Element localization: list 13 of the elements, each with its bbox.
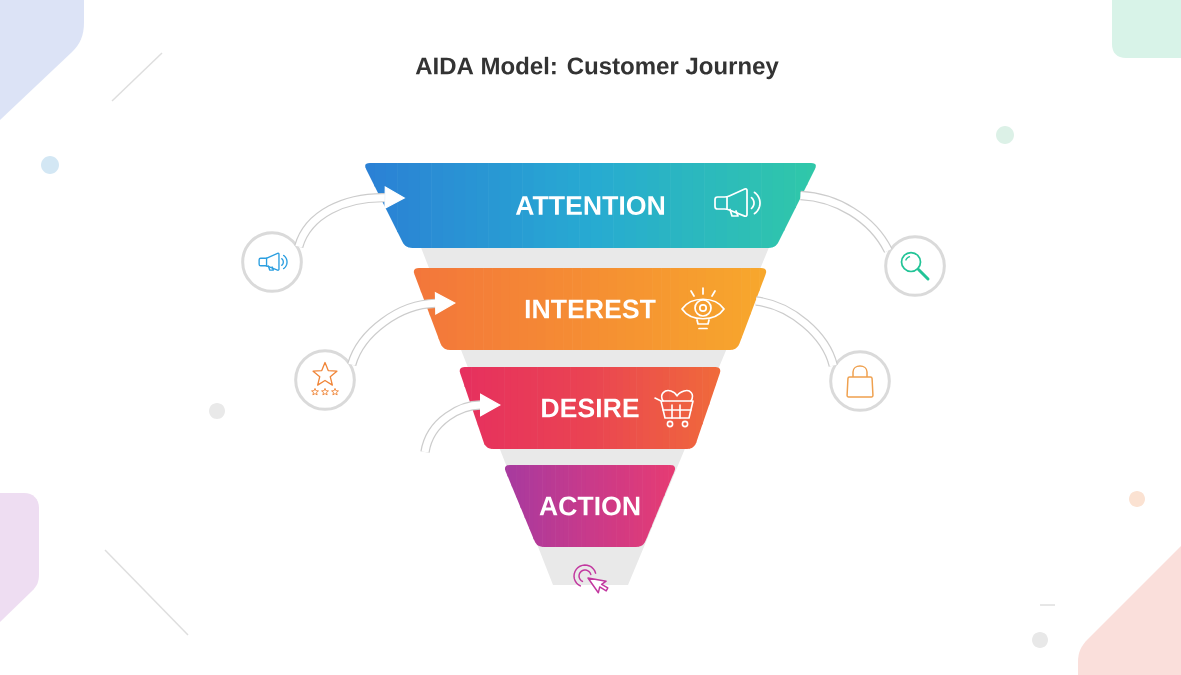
- curved-connector: [800, 190, 893, 253]
- curved-arrow: [347, 291, 456, 367]
- curved-connector: [755, 296, 838, 367]
- icon-circle: [829, 350, 891, 412]
- icon-circle: [294, 349, 356, 411]
- icon-circle: [884, 235, 946, 297]
- stage-label: INTEREST: [525, 299, 656, 319]
- stage-label: ACTION: [539, 496, 640, 516]
- stage-label: ATTENTION: [515, 196, 665, 215]
- curved-arrow: [420, 393, 501, 454]
- title: AIDA Model: Customer Journey: [415, 56, 779, 80]
- icon-circle: [241, 231, 303, 293]
- stage-label: DESIRE: [542, 398, 639, 418]
